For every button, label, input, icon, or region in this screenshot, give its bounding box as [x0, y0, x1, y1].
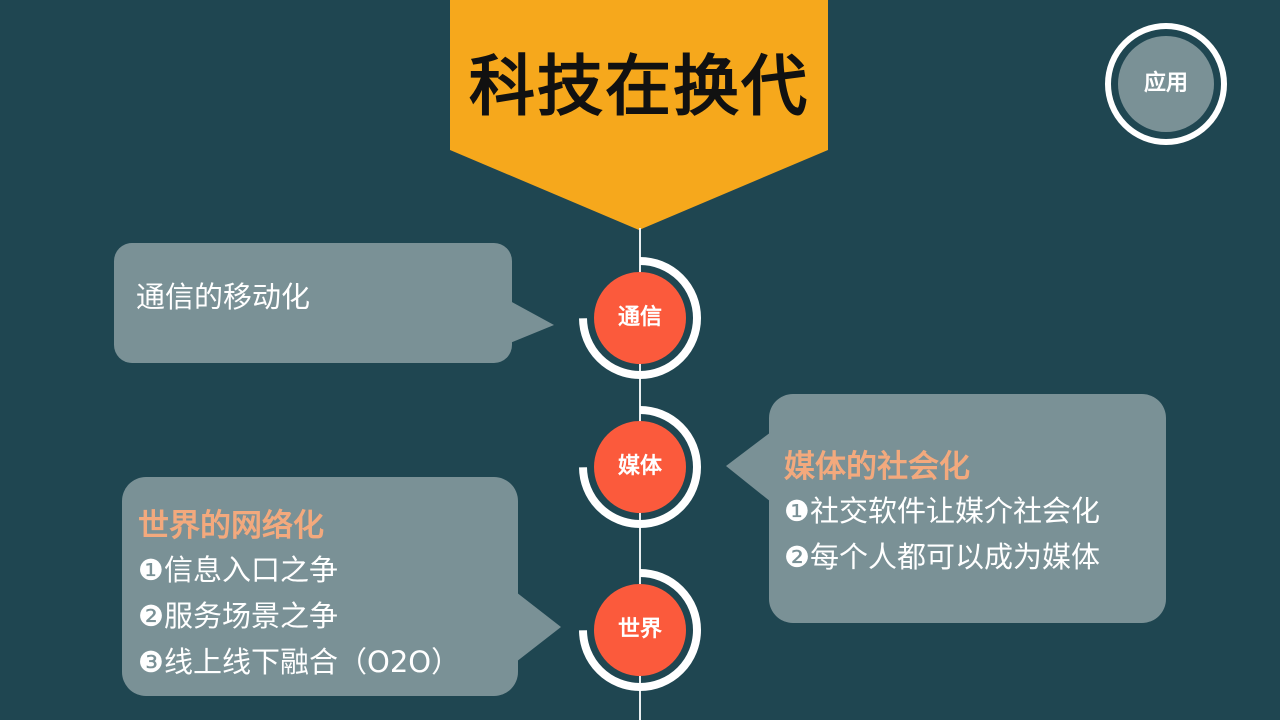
timeline-node-media: 媒体 — [577, 404, 703, 530]
callout-media: 媒体的社会化 ❶社交软件让媒介社会化 ❷每个人都可以成为媒体 — [726, 394, 1167, 624]
list-item: ❸线上线下融合（O2O） — [138, 645, 461, 679]
callout-bubble — [114, 243, 554, 363]
list-item: ❷每个人都可以成为媒体 — [784, 540, 1100, 574]
node-ring — [579, 569, 701, 691]
callout-title: 世界的网络化 — [138, 508, 324, 544]
timeline-node-communication: 通信 — [577, 255, 703, 381]
banner-shape — [450, 0, 828, 230]
list-item: ❶信息入口之争 — [138, 553, 338, 587]
callout-title: 媒体的社会化 — [784, 449, 970, 485]
callout-bubble — [122, 477, 561, 696]
node-label: 媒体 — [617, 454, 662, 479]
badge-label: 应用 — [1143, 71, 1188, 96]
callout-content: 世界的网络化 ❶信息入口之争 ❷服务场景之争 ❸线上线下融合（O2O） — [138, 505, 460, 685]
title-banner: 科技在换代 — [450, 0, 828, 230]
callout-communication: 通信的移动化 — [114, 243, 556, 363]
node-ring — [579, 406, 701, 528]
application-badge: 应用 — [1104, 22, 1228, 146]
node-ring — [579, 257, 701, 379]
node-label: 世界 — [617, 617, 662, 642]
callout-bubble — [726, 394, 1166, 623]
list-item: ❷服务场景之争 — [138, 599, 338, 633]
page-title: 科技在换代 — [469, 48, 809, 125]
callout-content: 媒体的社会化 ❶社交软件让媒介社会化 ❷每个人都可以成为媒体 — [784, 446, 1100, 580]
timeline-node-world: 世界 — [577, 567, 703, 693]
badge-ring — [1105, 23, 1227, 145]
node-label: 通信 — [617, 305, 662, 330]
callout-world: 世界的网络化 ❶信息入口之争 ❷服务场景之争 ❸线上线下融合（O2O） — [122, 477, 562, 697]
callout-text: 通信的移动化 — [136, 280, 311, 314]
list-item: ❶社交软件让媒介社会化 — [784, 494, 1100, 528]
